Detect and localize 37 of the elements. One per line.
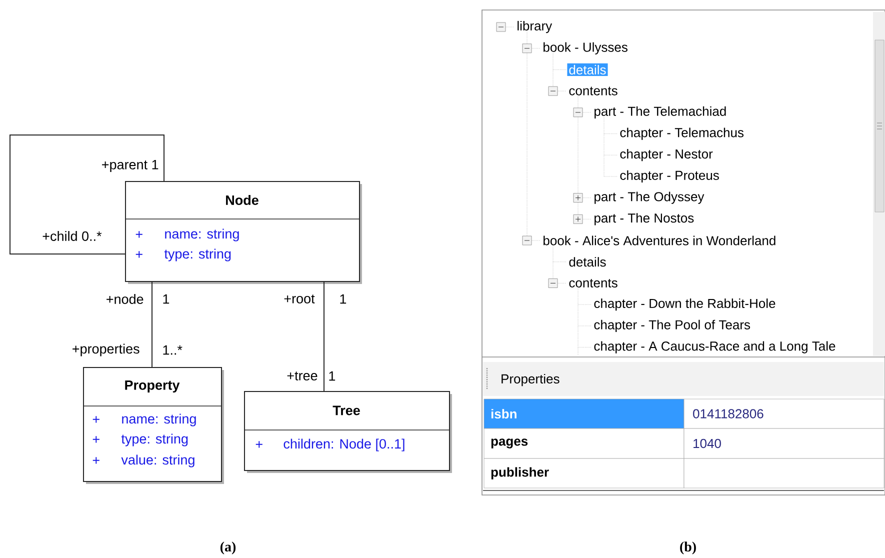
- tree-item: chapter - Nestor: [620, 149, 713, 162]
- tree-item: contents: [569, 278, 618, 288]
- tree-item: chapter - Proteus: [620, 170, 719, 183]
- tree-item: library: [518, 20, 552, 34]
- selected-tree-item: details: [567, 63, 608, 76]
- table-cell: publisher: [484, 458, 684, 488]
- table-cell: pages: [484, 428, 684, 459]
- class-box: Property + name: string + type: string + value: string: [82, 367, 224, 484]
- multiplicity-label: 1: [163, 294, 170, 304]
- role-label: +properties: [72, 344, 140, 356]
- role-label: +node: [106, 294, 144, 304]
- role-label: +root: [284, 294, 315, 304]
- class-box: Tree + children: Node [0..1]: [244, 391, 452, 473]
- panel-header: Properties: [483, 362, 884, 396]
- role-label: +parent 1: [102, 160, 158, 172]
- tree-item: contents: [569, 86, 618, 96]
- subfigure-caption: (a): [220, 542, 236, 554]
- tree-item: part - The Nostos: [594, 213, 694, 226]
- multiplicity-label: 1..*: [163, 345, 182, 355]
- role-label: +tree: [287, 372, 318, 380]
- subfigure-caption: (b): [680, 542, 696, 554]
- table-cell: 0141182806: [684, 398, 884, 429]
- class-box: Node + name: string + type: string: [124, 181, 362, 284]
- tree-item: chapter - The Pool of Tears: [594, 320, 750, 332]
- tree-item: book - Ulysses: [544, 42, 628, 54]
- tree-item: book - Alice's Adventures in Wonderland: [544, 236, 776, 246]
- table-cell: isbn: [484, 398, 684, 429]
- tree-item: chapter - A Caucus-Race and a Long Tale: [594, 341, 836, 354]
- multiplicity-label: 1: [329, 371, 336, 381]
- tree-item: chapter - Down the Rabbit-Hole: [594, 298, 776, 311]
- association-line: [10, 134, 164, 254]
- table-cell: 1040: [684, 428, 884, 459]
- tree-item: part - The Odyssey: [594, 192, 704, 204]
- tree-item: part - The Telemachiad: [594, 106, 726, 118]
- tree-item: details: [569, 257, 606, 267]
- role-label: +child 0..*: [42, 231, 102, 241]
- tree-item: chapter - Telemachus: [620, 128, 744, 140]
